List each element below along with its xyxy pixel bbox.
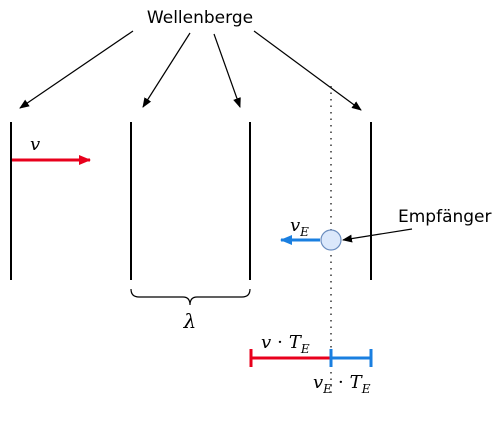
pointer-arrow-crest-1 [19,30,134,109]
receiver-label: Empfänger [398,207,492,227]
receiver-speed-label: vE [290,215,309,239]
receiver-circle [320,229,342,251]
wellenberge-title: Wellenberge [147,8,253,28]
pointer-arrow-crest-2 [142,32,191,108]
pointer-arrow-crest-3 [213,33,241,108]
pointer-arrow-crest-4 [253,30,362,111]
wavelength-brace [130,288,251,306]
wave-distance-label: v·TE [261,332,310,356]
wavelength-label: λ [183,309,197,333]
wave-speed-label: v [30,134,40,155]
receiver-pointer-arrow [342,228,413,243]
receiver-distance-label: vE·TE [313,372,371,396]
